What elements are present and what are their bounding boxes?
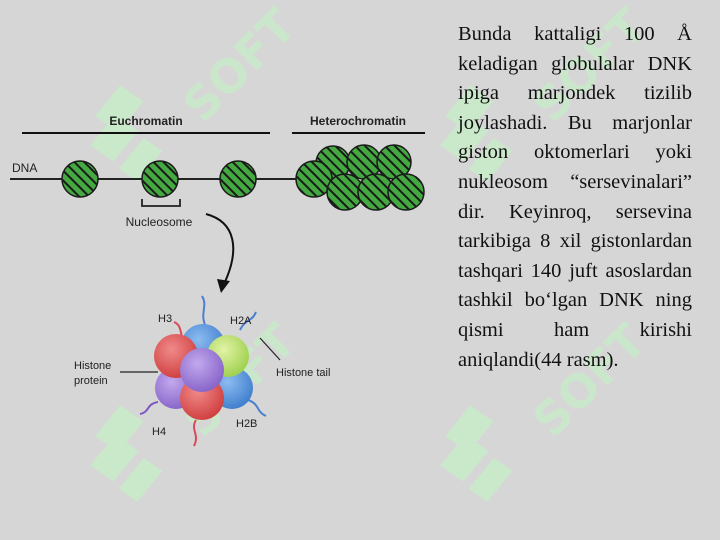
h3-label: H3	[158, 313, 172, 325]
nucleosome-bead	[141, 160, 179, 198]
h2a-label: H2A	[230, 315, 252, 327]
h2b-label: H2B	[236, 418, 257, 430]
euchromatin-label: Euchromatin	[109, 114, 182, 128]
histone-octamer	[139, 295, 267, 447]
histone-tail-leader	[259, 337, 281, 361]
heterochromatin-cluster	[295, 144, 425, 211]
zoom-arrow	[205, 213, 235, 285]
description-text: Bunda kattaligi 100 Å keladigan globulal…	[458, 20, 692, 375]
description-paragraph: Bunda kattaligi 100 Å keladigan globulal…	[458, 23, 692, 371]
arrowhead-icon	[217, 279, 230, 293]
dna-label: DNA	[12, 161, 37, 175]
nucleosome-bead	[219, 160, 257, 198]
h4-label: H4	[152, 426, 166, 438]
histone-protein-label-line2: protein	[74, 375, 108, 387]
chromatin-diagram: Euchromatin Heterochromatin DNA Nucleoso…	[10, 114, 425, 447]
histone-tail-label: Histone tail	[276, 367, 330, 379]
heterochromatin-label: Heterochromatin	[310, 114, 406, 128]
nucleosome-label: Nucleosome	[126, 215, 193, 229]
histone-protein-label-line1: Histone	[74, 360, 111, 372]
nucleosome-bracket	[141, 199, 181, 207]
nucleosome-bead	[61, 160, 99, 198]
